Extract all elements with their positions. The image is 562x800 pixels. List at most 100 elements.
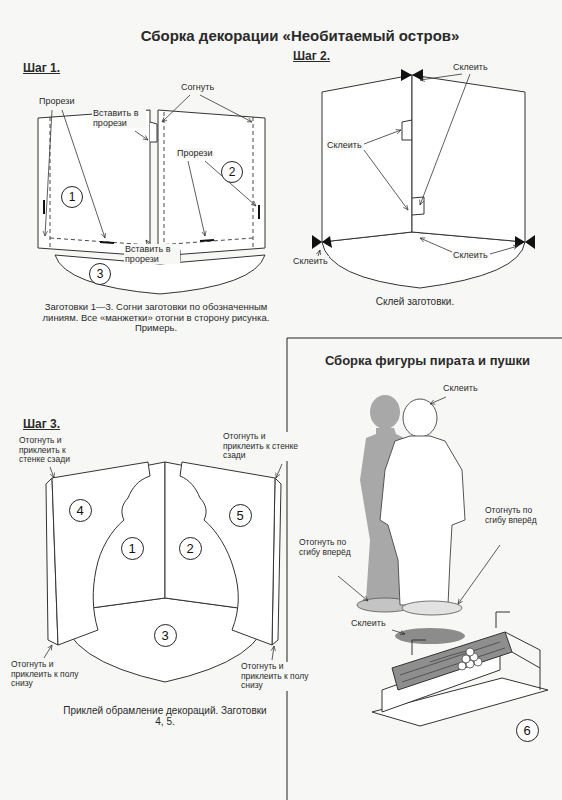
leader-line xyxy=(338,576,368,601)
callout-number: 4 xyxy=(76,504,83,517)
part-note: Отогнуть по сгибу вперёд xyxy=(484,506,546,525)
step2-parts xyxy=(322,75,525,288)
step3-parts xyxy=(46,462,281,682)
tab xyxy=(150,122,157,142)
callout-number: 1 xyxy=(69,191,76,203)
slot xyxy=(258,205,260,219)
part-number: 5 xyxy=(229,504,252,527)
part-note: Прорези xyxy=(176,148,213,158)
leader-line xyxy=(458,545,500,604)
part-note: Отогнуть по сгибу вперёд xyxy=(298,538,360,557)
part-note: Отогнуть и приклеить к стенке сзади xyxy=(18,436,88,465)
leader-line xyxy=(135,131,148,140)
pirate-back xyxy=(370,395,400,429)
step-caption: Заготовки 1—3. Согни заготовки по обозна… xyxy=(30,302,282,334)
leader-line xyxy=(205,161,256,206)
divider-line xyxy=(287,338,288,800)
wall-piece xyxy=(158,110,265,256)
step-caption: Склей заготовки. xyxy=(340,296,490,307)
callout-number: 3 xyxy=(97,268,104,280)
callout-number: 3 xyxy=(161,629,168,642)
leader-line xyxy=(162,95,190,122)
part-number: 1 xyxy=(61,186,83,208)
leader-line xyxy=(420,74,462,80)
step-heading: Шаг 3. xyxy=(22,418,61,431)
wall-piece xyxy=(412,75,525,242)
part-note: Склеить xyxy=(326,140,363,150)
leader-line xyxy=(272,646,274,660)
step-heading: Шаг 2. xyxy=(292,50,331,63)
leader-line xyxy=(420,238,452,252)
step-heading: Шаг 1. xyxy=(22,62,61,75)
part-number: 3 xyxy=(154,624,177,647)
part-note: Отогнуть и приклеить к полу снизу xyxy=(240,662,316,691)
leader-lines xyxy=(338,397,500,634)
leader-lines xyxy=(318,74,518,256)
callout-number: 5 xyxy=(236,509,243,522)
part-note: Вставить в прорези xyxy=(124,244,180,264)
slot xyxy=(43,200,45,214)
tab xyxy=(402,120,412,140)
step-caption: Приклей обрамление декораций. Заготовки … xyxy=(60,705,270,727)
callout-number: 6 xyxy=(523,724,530,737)
leader-line xyxy=(44,645,52,658)
part-note: Склеить xyxy=(350,618,387,628)
part-note: Отогнуть и приклеить к стенке сзади xyxy=(222,432,302,461)
part-note: Отогнуть и приклеить к полу снизу xyxy=(10,660,82,689)
leader-lines xyxy=(44,464,282,660)
part-number: 2 xyxy=(179,537,202,560)
frame-lines xyxy=(287,338,562,800)
floor-piece xyxy=(322,232,525,288)
part-number: 4 xyxy=(69,499,92,522)
leader-line xyxy=(45,110,52,236)
callout-number: 2 xyxy=(229,166,236,178)
leader-line xyxy=(188,161,205,236)
leader-lines xyxy=(45,95,256,246)
wall-piece xyxy=(38,110,150,256)
pirate-figure xyxy=(357,395,465,644)
wall-piece xyxy=(322,75,412,242)
part-number: 2 xyxy=(221,161,243,183)
step1-parts xyxy=(38,110,265,294)
stand-base xyxy=(395,628,465,644)
part-note: Склеить xyxy=(292,256,329,266)
glue-mark xyxy=(401,69,423,81)
fold-tab xyxy=(402,601,462,615)
part-note: Склеить xyxy=(442,383,479,393)
cannon-carriage xyxy=(412,612,510,655)
leader-line xyxy=(490,246,518,254)
pirate-front xyxy=(403,399,437,437)
leader-line xyxy=(200,95,252,122)
part-number: 1 xyxy=(121,537,144,560)
cannon-carriage xyxy=(505,632,540,690)
slot xyxy=(200,240,214,241)
section-heading: Сборка фигуры пирата и пушки xyxy=(300,354,555,369)
leader-line xyxy=(364,130,401,144)
leader-line xyxy=(50,467,54,478)
leader-line xyxy=(420,74,470,205)
cannonball xyxy=(462,655,470,663)
part-note: Вставить в прорези xyxy=(92,108,146,128)
leader-line xyxy=(62,110,105,238)
slot xyxy=(100,242,114,243)
leader-line xyxy=(276,464,282,478)
glue-mark xyxy=(312,235,332,249)
part-number: 6 xyxy=(516,719,539,742)
cannonball xyxy=(458,662,466,670)
leader-line xyxy=(392,630,405,634)
cannonballs xyxy=(458,648,482,670)
wood-grain xyxy=(400,642,505,682)
fold-line xyxy=(253,117,254,249)
cannon-barrel xyxy=(392,632,512,690)
cannon xyxy=(372,612,548,726)
callout-number: 2 xyxy=(186,542,193,555)
frame-piece xyxy=(52,462,150,645)
part-note: Склеить xyxy=(452,250,489,260)
callout-number: 1 xyxy=(128,542,135,555)
leader-line xyxy=(430,397,446,404)
part-number: 3 xyxy=(89,263,111,285)
page-title: Сборка декорации «Необитаемый остров» xyxy=(90,28,510,45)
divider-line xyxy=(287,338,562,339)
fold-line xyxy=(164,112,165,254)
